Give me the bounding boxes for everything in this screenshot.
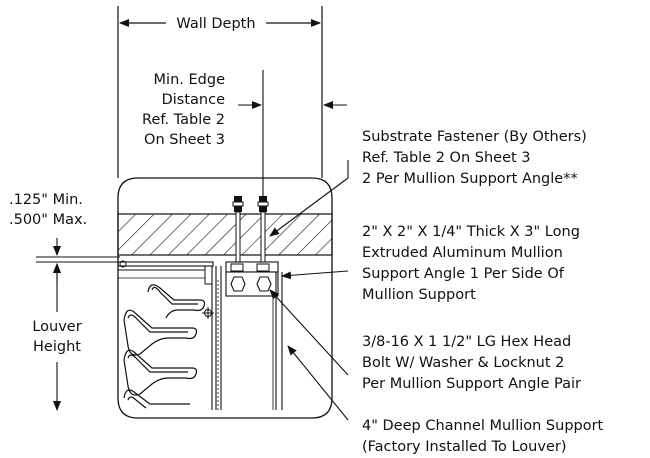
substrate-fastener-line-2: Ref. Table 2 On Sheet 3 [362,150,531,166]
louver-jamb [211,266,222,410]
louver-height-line-1: Louver [32,319,81,335]
support-angle-line-3: Support Angle 1 Per Side Of [362,266,565,282]
edge-distance-label: Min. Edge Distance Ref. Table 2 On Sheet… [142,72,225,148]
hex-bolt-icon [230,276,272,292]
gap-max-label: .500" Max. [9,212,87,228]
wall-substrate-hatch [117,213,333,256]
edge-distance-line-1: Min. Edge [154,72,226,88]
louver-height-line-2: Height [33,339,81,355]
channel-support-line-2: (Factory Installed To Louver) [362,439,567,455]
gap-min-label: .125" Min. [9,192,83,208]
louver-blades [123,284,206,409]
channel-support-line-1: 4" Deep Channel Mullion Support [362,418,604,434]
substrate-fastener-line-3: 2 Per Mullion Support Angle** [362,171,578,187]
channel-support-callout: 4" Deep Channel Mullion Support (Factory… [362,418,604,455]
edge-distance-line-3: Ref. Table 2 [142,112,225,128]
hex-bolt-leader [269,289,349,376]
support-angle-line-1: 2" X 2" X 1/4" Thick X 3" Long [362,224,580,240]
hex-bolt-line-2: Bolt W/ Washer & Locknut 2 [362,355,564,371]
edge-distance-line-4: On Sheet 3 [144,132,225,148]
louver-frame-head [117,260,214,285]
hex-bolt-line-1: 3/8-16 X 1 1/2" LG Hex Head [362,334,571,350]
wall-depth-label: Wall Depth [176,16,255,32]
substrate-fastener-callout: Substrate Fastener (By Others) Ref. Tabl… [362,129,587,187]
substrate-fastener-icon [232,196,269,263]
support-angle-leader [281,270,349,280]
support-angle-line-4: Mullion Support [362,287,476,303]
edge-distance-line-2: Distance [162,92,225,108]
support-angle-callout: 2" X 2" X 1/4" Thick X 3" Long Extruded … [362,224,580,303]
support-angle-line-2: Extruded Aluminum Mullion [362,245,563,261]
channel-support-leader [287,345,349,421]
wall-opening-outline [117,177,333,419]
hex-bolt-line-3: Per Mullion Support Angle Pair [362,376,581,392]
blade-clip-icon [202,307,214,319]
hex-bolt-callout: 3/8-16 X 1 1/2" LG Hex Head Bolt W/ Wash… [362,334,581,392]
substrate-fastener-leader-2 [269,177,349,237]
substrate-fastener-line-1: Substrate Fastener (By Others) [362,129,587,145]
